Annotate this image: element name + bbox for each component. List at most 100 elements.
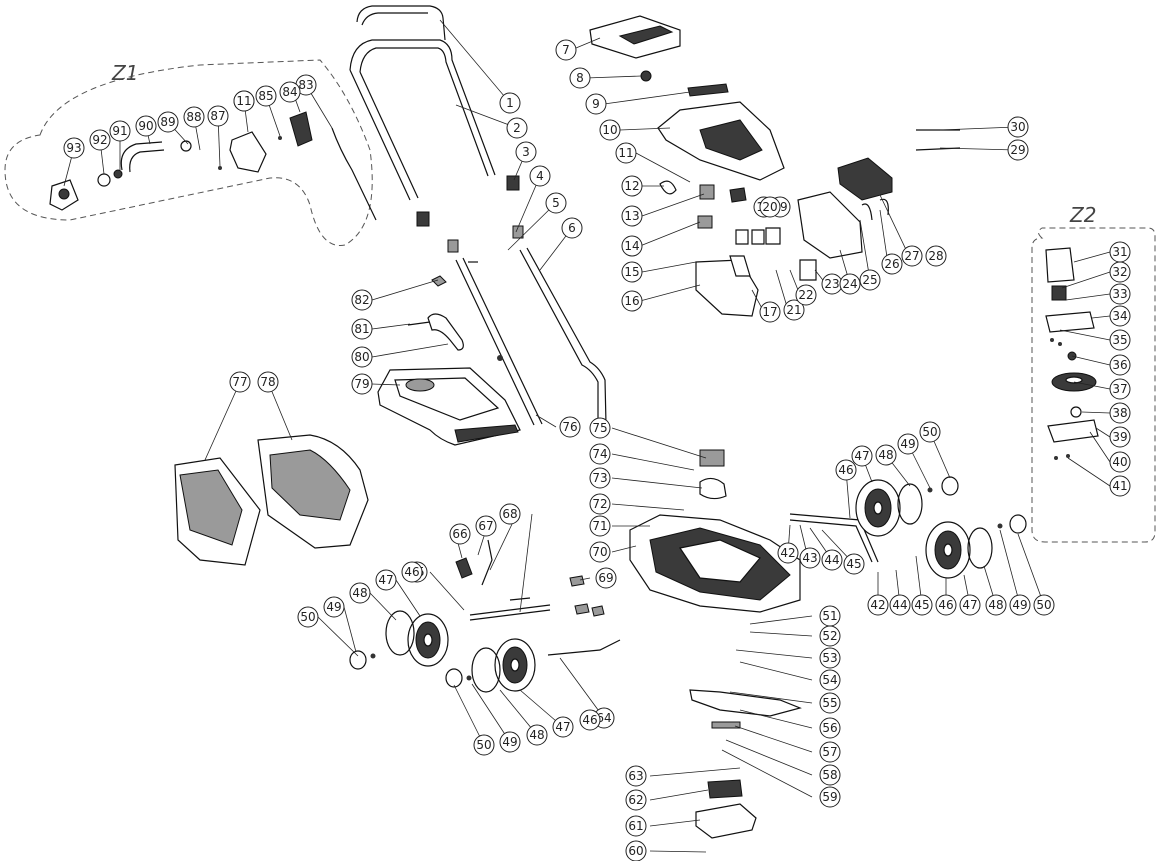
callout-11: 11 (615, 142, 637, 164)
callout-69: 69 (595, 567, 617, 589)
callout-circle (843, 553, 865, 575)
callout-59: 59 (819, 786, 841, 808)
callout-number: 47 (378, 573, 393, 587)
callout-49: 49 (323, 596, 345, 618)
callout-circle (1007, 139, 1029, 161)
callout-number: 25 (862, 273, 877, 287)
callout-57: 57 (819, 741, 841, 763)
callout-72: 72 (589, 493, 611, 515)
callout-circle (157, 111, 179, 133)
callout-circle (589, 467, 611, 489)
callout-circle (925, 245, 947, 267)
callout-number: 87 (210, 109, 225, 123)
callout-number: 51 (822, 609, 837, 623)
callout-number: 34 (1112, 309, 1127, 323)
callout-number: 49 (502, 735, 517, 749)
callout-32: 32 (1109, 261, 1131, 283)
callout-68: 68 (499, 503, 521, 525)
callout-number: 50 (1036, 598, 1051, 612)
callout-71: 71 (589, 515, 611, 537)
callout-number: 20 (762, 200, 777, 214)
callout-51: 51 (819, 605, 841, 627)
callout-89: 89 (157, 111, 179, 133)
callout-17: 17 (759, 301, 781, 323)
callout-number: 79 (354, 377, 369, 391)
callout-82: 82 (351, 289, 373, 311)
callout-circle (561, 217, 583, 239)
callout-41: 41 (1109, 475, 1131, 497)
callout-23: 23 (821, 273, 843, 295)
callout-circle (621, 290, 643, 312)
callout-39: 39 (1109, 426, 1131, 448)
callout-circle (279, 81, 301, 103)
callout-number: 67 (478, 519, 493, 533)
callout-27: 27 (901, 245, 923, 267)
callout-number: 43 (802, 551, 817, 565)
callout-circle (851, 445, 873, 467)
callout-84: 84 (279, 81, 301, 103)
callout-number: 54 (822, 673, 837, 687)
callout-number: 44 (892, 598, 907, 612)
callout-44: 44 (821, 549, 843, 571)
callout-number: 48 (878, 448, 893, 462)
callout-circle (499, 731, 521, 753)
callout-number: 88 (186, 110, 201, 124)
callout-79: 79 (351, 373, 373, 395)
callout-37: 37 (1109, 378, 1131, 400)
callout-87: 87 (207, 105, 229, 127)
callout-circle (835, 459, 857, 481)
callout-circle (559, 416, 581, 438)
callout-number: 7 (562, 43, 570, 57)
callout-circle (625, 765, 647, 787)
callout-number: 8 (576, 71, 584, 85)
callout-circle (959, 594, 981, 616)
callout-31: 31 (1109, 241, 1131, 263)
callout-circle (935, 594, 957, 616)
callout-circle (985, 594, 1007, 616)
callout-circle (589, 541, 611, 563)
callout-number: 83 (298, 78, 313, 92)
callout-circle (911, 594, 933, 616)
callout-58: 58 (819, 764, 841, 786)
callout-circle (109, 120, 131, 142)
callout-number: 26 (884, 257, 899, 271)
callout-24: 24 (839, 273, 861, 295)
callout-circle (821, 549, 843, 571)
callout-circle (875, 444, 897, 466)
callout-number: 17 (762, 305, 777, 319)
callout-number: 56 (822, 721, 837, 735)
callout-number: 53 (822, 651, 837, 665)
callout-6: 6 (561, 217, 583, 239)
callout-number: 74 (592, 447, 607, 461)
wheel-front-right (925, 521, 971, 579)
callout-number: 61 (628, 819, 643, 833)
callout-circle (621, 235, 643, 257)
callout-number: 15 (624, 265, 639, 279)
callout-15: 15 (621, 261, 643, 283)
callout-83: 83 (295, 74, 317, 96)
wheel-rear-left (407, 613, 449, 667)
callout-49: 49 (1009, 594, 1031, 616)
callout-62: 62 (625, 789, 647, 811)
callout-circle (555, 39, 577, 61)
callout-47: 47 (552, 716, 574, 738)
callout-50: 50 (919, 421, 941, 443)
callout-2: 2 (506, 117, 528, 139)
callout-46: 46 (401, 561, 423, 583)
callout-number: 44 (824, 553, 839, 567)
callout-20: 20 (759, 196, 781, 218)
callout-number: 49 (1012, 598, 1027, 612)
callout-circle (819, 647, 841, 669)
callout-76: 76 (559, 416, 581, 438)
callout-46: 46 (935, 594, 957, 616)
callout-13: 13 (621, 205, 643, 227)
callout-number: 46 (938, 598, 953, 612)
callout-49: 49 (499, 731, 521, 753)
callout-circle (625, 789, 647, 811)
callout-34: 34 (1109, 305, 1131, 327)
callout-number: 24 (842, 277, 857, 291)
callout-38: 38 (1109, 402, 1131, 424)
callout-circle (323, 596, 345, 618)
callout-circle (1109, 426, 1131, 448)
